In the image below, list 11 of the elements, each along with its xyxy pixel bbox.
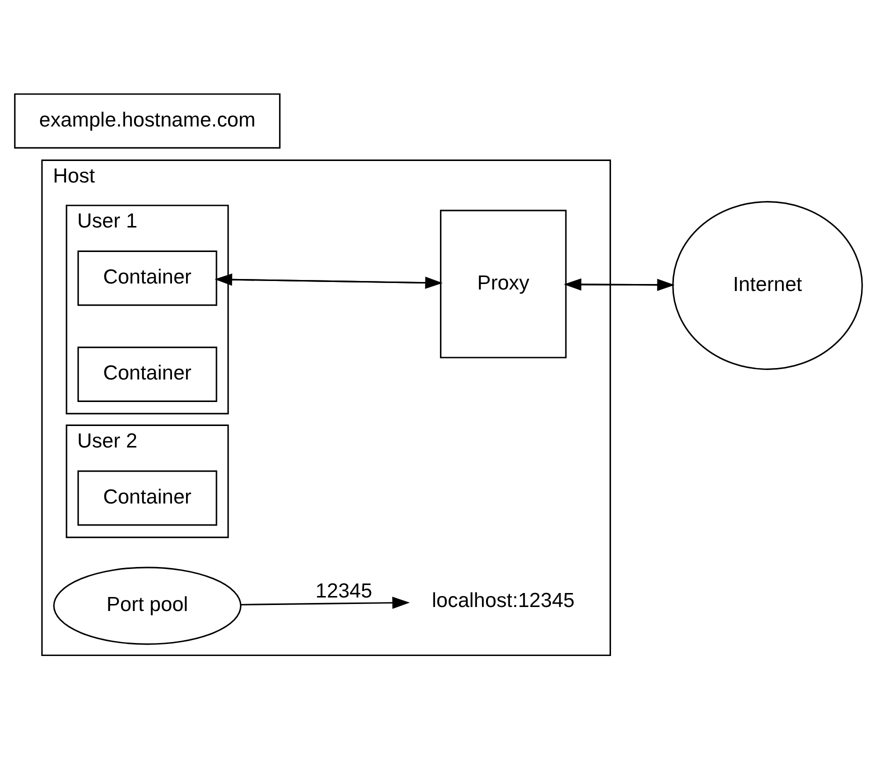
- node-box: Container: [76, 346, 217, 402]
- node-ellipse: Port pool: [52, 566, 241, 644]
- arrow: [214, 272, 440, 286]
- node-box: example.hostname.com: [14, 92, 280, 148]
- node-box: Proxy: [439, 209, 566, 358]
- node-box: Container: [76, 250, 217, 306]
- edge-label: 12345: [315, 580, 372, 602]
- arrow: [240, 596, 410, 608]
- node-text: localhost:12345: [431, 589, 574, 612]
- node-ellipse: Internet: [672, 200, 862, 370]
- node-box: Container: [76, 470, 217, 526]
